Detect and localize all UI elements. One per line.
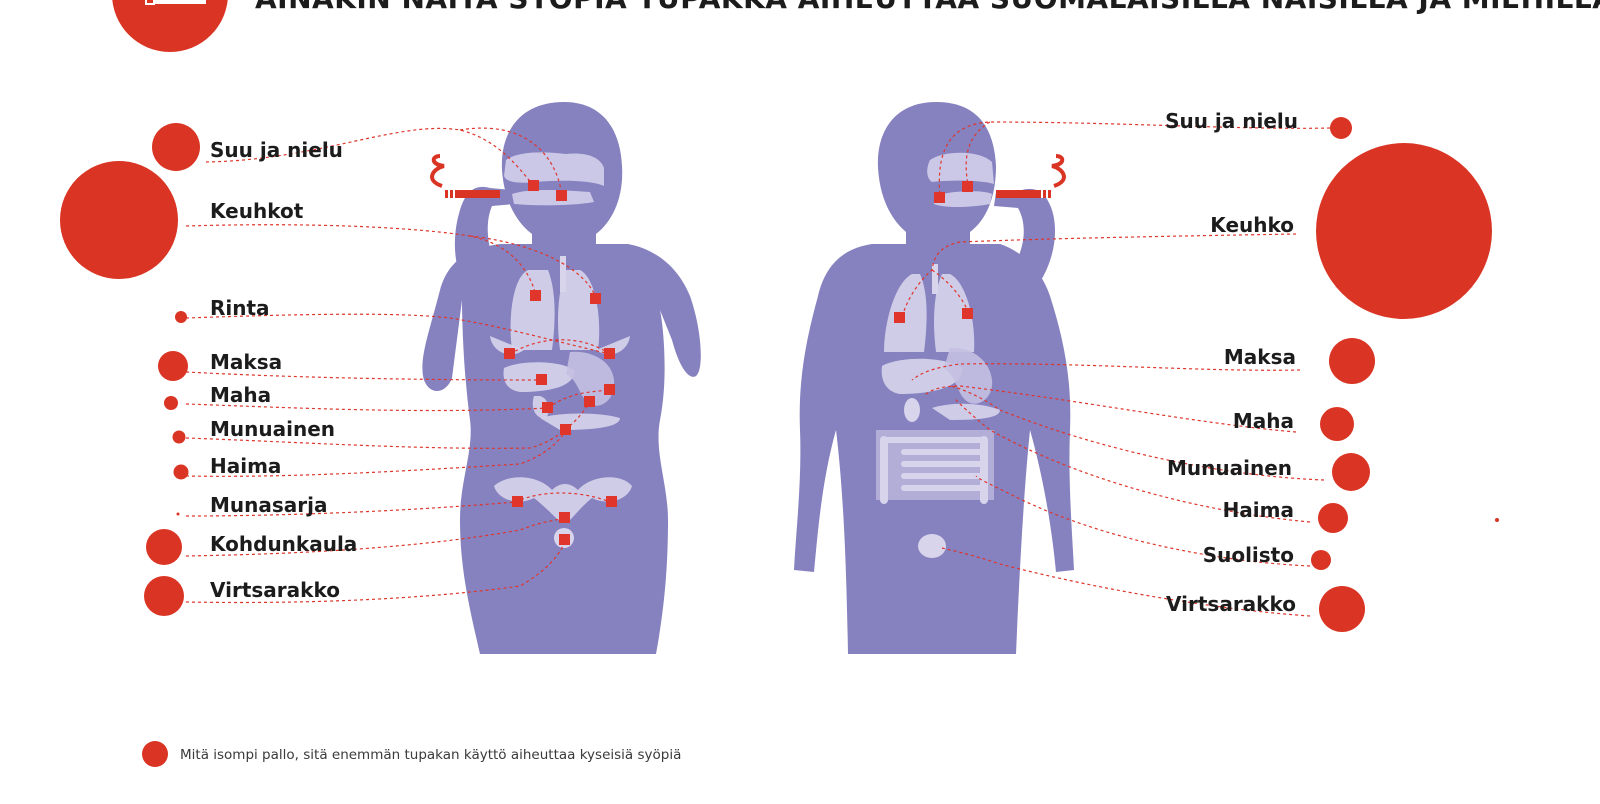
- size-bubble: [164, 396, 178, 410]
- stray-dot: [1495, 518, 1499, 522]
- cigarette-icon-female: [430, 154, 500, 198]
- marker-kohdunkaula: [559, 512, 570, 523]
- marker-suu-nielu: [962, 181, 973, 192]
- marker-suu-nielu: [934, 192, 945, 203]
- size-bubble: [1311, 550, 1331, 570]
- male-organ-markers: [894, 181, 973, 323]
- size-bubble: [1316, 143, 1492, 319]
- size-bubble: [1332, 453, 1370, 491]
- size-bubble: [158, 351, 188, 381]
- size-bubble: [1318, 503, 1348, 533]
- female-leader-lines: [185, 127, 611, 604]
- legend: Mitä isompi pallo, sitä enemmän tupakan …: [142, 741, 681, 767]
- marker-suu-nielu: [528, 180, 539, 191]
- marker-keuhkot: [530, 290, 541, 301]
- marker-munasarja: [512, 496, 523, 507]
- marker-maha: [604, 384, 615, 395]
- marker-munuainen: [584, 396, 595, 407]
- no-smoking-icon: [112, 0, 228, 52]
- cancer-label: Munuainen: [210, 417, 335, 441]
- size-bubble: [175, 311, 187, 323]
- size-bubble: [1320, 407, 1354, 441]
- cancer-label: Suolisto: [1203, 543, 1294, 567]
- female-body-figure: [422, 102, 701, 654]
- size-bubble: [144, 576, 184, 616]
- legend-text: Mitä isompi pallo, sitä enemmän tupakan …: [180, 747, 681, 763]
- marker-haima: [560, 424, 571, 435]
- cancer-label: Munuainen: [1167, 456, 1292, 480]
- male-leader-lines: [901, 121, 1331, 617]
- cancer-label: Keuhkot: [210, 199, 304, 223]
- size-bubble: [1319, 586, 1365, 632]
- cancer-label: Munasarja: [210, 493, 328, 517]
- female-organ-markers: [504, 180, 617, 545]
- marker-keuhkot: [590, 293, 601, 304]
- size-bubble: [173, 464, 189, 480]
- cancer-label: Keuhko: [1210, 213, 1294, 237]
- marker-keuhko: [894, 312, 905, 323]
- cancer-label: Virtsarakko: [210, 578, 340, 602]
- marker-munasarja: [606, 496, 617, 507]
- marker-keuhko: [962, 308, 973, 319]
- cancer-label: Maha: [1233, 409, 1294, 433]
- size-bubble: [1329, 338, 1375, 384]
- size-bubble: [152, 123, 200, 171]
- marker-rinta: [504, 348, 515, 359]
- marker-munuainen: [542, 402, 553, 413]
- size-bubble: [60, 161, 178, 279]
- marker-rinta: [604, 348, 615, 359]
- size-bubble: [1330, 117, 1352, 139]
- cancer-label: Haima: [210, 454, 281, 478]
- male-body-figure: [794, 102, 1074, 654]
- female-cancer-list: Suu ja nielu Keuhkot Rinta Maksa Maha Mu…: [60, 123, 357, 616]
- size-bubble: [146, 529, 182, 565]
- cancer-label: Haima: [1223, 498, 1294, 522]
- cancer-label: Maksa: [1224, 345, 1296, 369]
- cancer-label: Suu ja nielu: [1165, 109, 1298, 133]
- cancer-label: Virtsarakko: [1166, 592, 1296, 616]
- male-cancer-list: Suu ja nielu Keuhko Maksa Maha Munuainen…: [1165, 109, 1499, 632]
- cancer-label: Rinta: [210, 296, 270, 320]
- cancer-label: Suu ja nielu: [210, 138, 343, 162]
- marker-suu-nielu: [556, 190, 567, 201]
- size-bubble: [176, 512, 180, 516]
- cancer-label: Maha: [210, 383, 271, 407]
- cancer-label: Maksa: [210, 350, 282, 374]
- marker-maksa: [536, 374, 547, 385]
- size-bubble: [172, 430, 186, 444]
- legend-bubble-icon: [142, 741, 168, 767]
- cigarette-icon-male: [996, 154, 1066, 198]
- marker-virtsarakko: [559, 534, 570, 545]
- cancer-label: Kohdunkaula: [210, 532, 357, 556]
- page-title: AINAKIN NÄITÄ SYÖPIÄ TUPAKKA AIHEUTTAA S…: [255, 0, 1600, 15]
